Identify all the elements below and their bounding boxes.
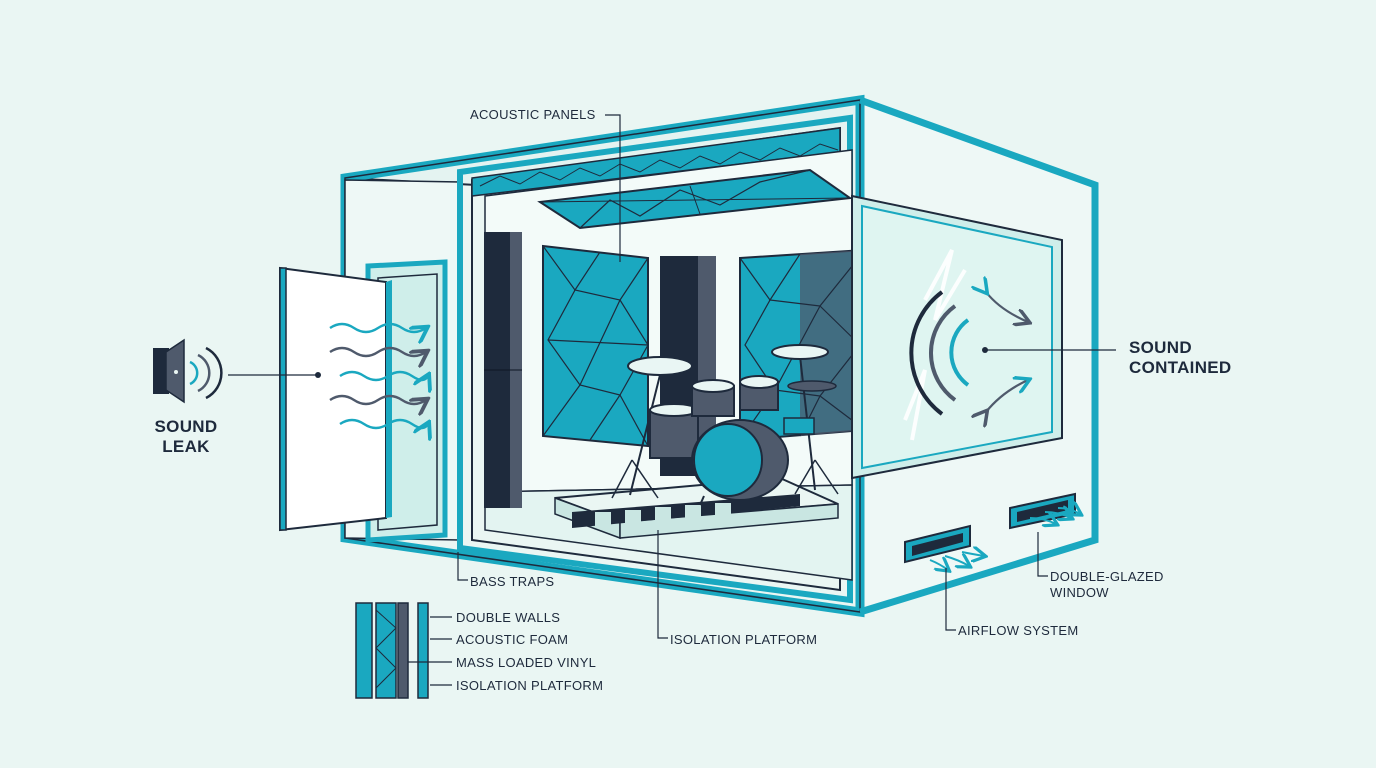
speaker-icon: [153, 338, 185, 404]
wall-section-legend: [355, 602, 452, 699]
label-acoustic-panels: ACOUSTIC PANELS: [470, 107, 596, 122]
sound-contained-waves: [909, 292, 1116, 414]
legend-item-acoustic-foam: ACOUSTIC FOAM: [456, 632, 569, 647]
vent-icon: [904, 492, 1080, 570]
label-double-glazed-window: DOUBLE-GLAZED WINDOW: [1050, 569, 1164, 601]
drum-kit-icon: [611, 344, 839, 506]
wall-acoustic-panel-left: [542, 244, 649, 448]
double-glazed-window: [851, 194, 1063, 480]
label-isolation-platform: ISOLATION PLATFORM: [670, 632, 818, 647]
ceiling-acoustic-panels: [537, 168, 853, 230]
legend-item-double-walls: DOUBLE WALLS: [456, 610, 561, 625]
label-sound-contained-line2: CONTAINED: [1129, 358, 1232, 377]
label-sound-leak-line2: LEAK: [162, 437, 210, 456]
leader-lines: [457, 114, 1048, 639]
sound-leak-arrows: [329, 322, 428, 428]
legend-item-mass-loaded-vinyl: MASS LOADED VINYL: [456, 655, 597, 670]
label-sound-contained: SOUND CONTAINED: [1129, 338, 1232, 378]
label-bass-traps: BASS TRAPS: [470, 574, 555, 589]
label-double-glazed-line2: WINDOW: [1050, 585, 1109, 600]
label-sound-leak-line1: SOUND: [154, 417, 218, 436]
label-double-glazed-line1: DOUBLE-GLAZED: [1050, 569, 1164, 584]
sound-wave-icon: [189, 346, 223, 400]
door: [279, 259, 448, 543]
label-airflow-system: AIRFLOW SYSTEM: [958, 623, 1079, 638]
label-sound-contained-line1: SOUND: [1129, 338, 1192, 357]
legend-item-isolation-platform: ISOLATION PLATFORM: [456, 678, 604, 693]
label-sound-leak: SOUND LEAK: [148, 417, 224, 457]
